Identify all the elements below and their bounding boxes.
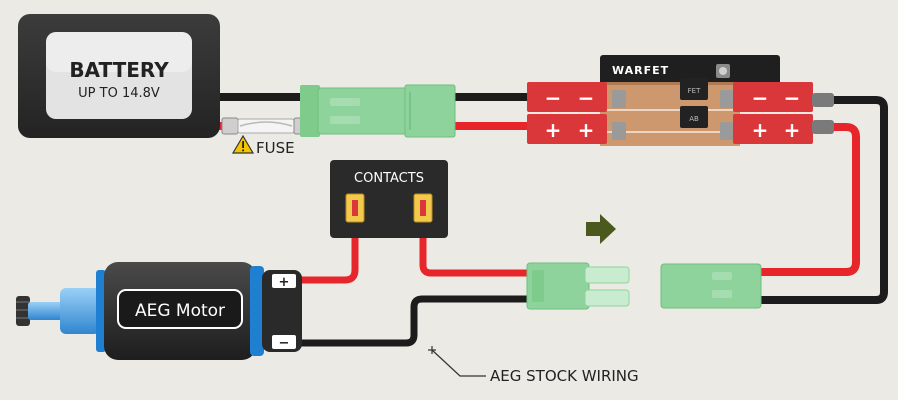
terminal-out-plus-2: + (784, 118, 801, 142)
contacts-label: CONTACTS (354, 171, 424, 186)
arrow-right-icon (586, 214, 616, 244)
warfet-chip-ab: AB (689, 115, 699, 123)
battery-subtitle: UP TO 14.8V (78, 86, 160, 101)
wire-contacts-to-connector (419, 222, 530, 277)
battery-connector (300, 84, 456, 138)
warfet-connector-female (660, 263, 762, 309)
output-negative-sleeve (812, 93, 834, 107)
terminal-out-minus-1: − (752, 86, 769, 110)
fuse-label: FUSE (256, 139, 295, 157)
stock-wiring-label: AEG STOCK WIRING (490, 367, 639, 385)
terminal-in-plus-2: + (578, 118, 595, 142)
warning-icon (231, 134, 255, 154)
output-positive-sleeve (812, 120, 834, 134)
aeg-motor: AEG Motor + − (16, 262, 302, 360)
stock-wiring-callout (428, 346, 486, 377)
warfet-input-terminals: − − + + (527, 82, 607, 144)
terminal-out-plus-1: + (752, 118, 769, 142)
terminal-out-minus-2: − (784, 86, 801, 110)
motor-label: AEG Motor (135, 301, 225, 321)
warfet-output-terminals: − − + + (733, 82, 813, 144)
wire-motor-negative (298, 295, 530, 347)
warfet-chip-fet: FET (688, 87, 701, 95)
motor-minus-terminal: − (279, 336, 290, 351)
trigger-contacts: CONTACTS (330, 160, 448, 238)
battery: BATTERY UP TO 14.8V (18, 14, 220, 138)
battery-title: BATTERY (69, 58, 169, 82)
motor-connector-male (526, 262, 630, 310)
wire-output-positive (760, 123, 860, 276)
warfet-board: WARFET FET AB (600, 55, 780, 146)
terminal-in-plus-1: + (545, 118, 562, 142)
terminal-in-minus-1: − (545, 86, 562, 110)
motor-plus-terminal: + (279, 275, 290, 290)
terminal-in-minus-2: − (578, 86, 595, 110)
fuse (221, 117, 311, 135)
warfet-brand: WARFET (612, 64, 669, 77)
wire-contacts-to-motor (300, 222, 359, 284)
wire-output-negative (760, 96, 888, 304)
